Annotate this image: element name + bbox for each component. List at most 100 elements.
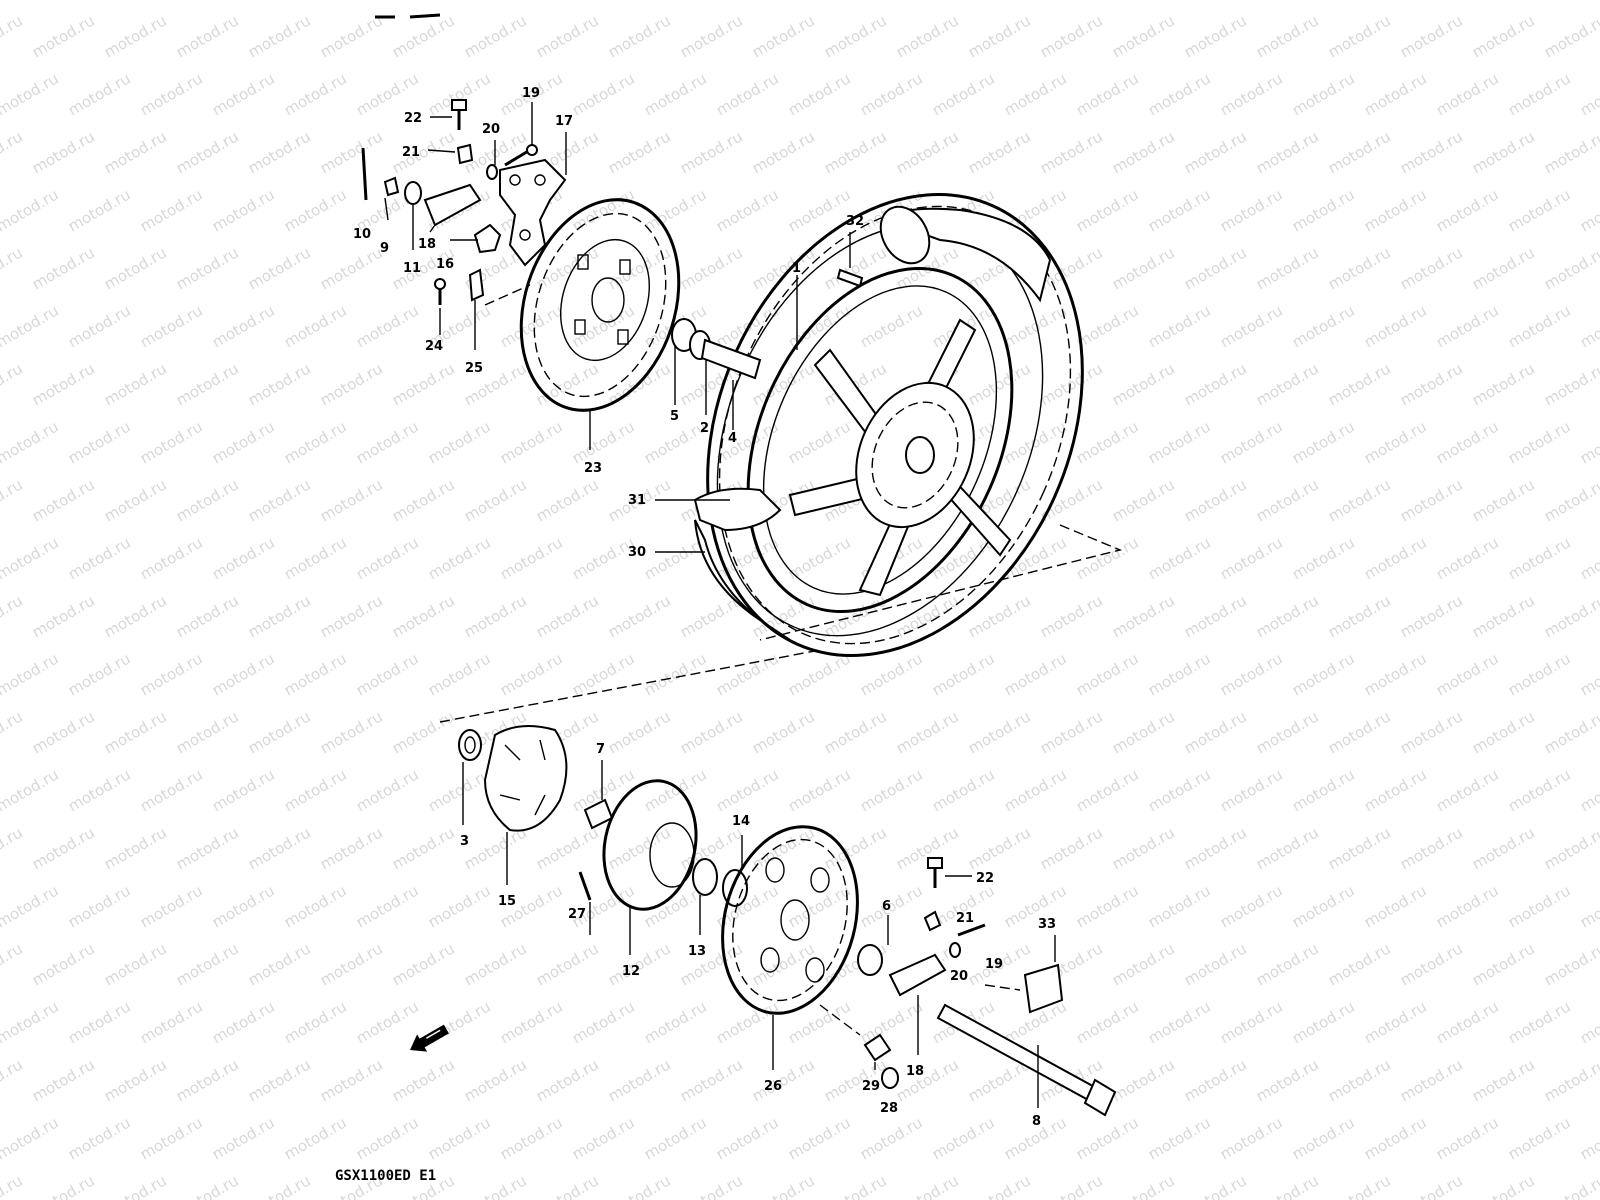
watermark-text: motod.ru	[1073, 997, 1142, 1047]
watermark-text: motod.ru	[1145, 417, 1214, 467]
watermark-text: motod.ru	[1325, 11, 1394, 61]
watermark-text: motod.ru	[1469, 823, 1538, 873]
watermark-text: motod.ru	[1541, 1055, 1600, 1105]
watermark-text: motod.ru	[1145, 69, 1214, 119]
watermark-text: motod.ru	[1541, 1171, 1600, 1200]
watermark-text: motod.ru	[821, 11, 890, 61]
watermark-text: motod.ru	[1145, 0, 1214, 3]
watermark-text: motod.ru	[65, 765, 134, 815]
watermark-text: motod.ru	[245, 823, 314, 873]
watermark-text: motod.ru	[1577, 533, 1600, 583]
watermark-text: motod.ru	[353, 765, 422, 815]
watermark-text: motod.ru	[1289, 997, 1358, 1047]
bolt-22	[927, 857, 943, 869]
watermark-text: motod.ru	[821, 127, 890, 177]
callout-2: 2	[700, 421, 709, 436]
leader-lines	[384, 102, 1056, 1108]
watermark-text: motod.ru	[497, 301, 566, 351]
watermark-text: motod.ru	[461, 1171, 530, 1200]
watermark-text: motod.ru	[101, 1055, 170, 1105]
watermark-text: motod.ru	[1325, 1055, 1394, 1105]
watermark-text: motod.ru	[1217, 765, 1286, 815]
chain-label	[1023, 963, 1064, 1014]
watermark-text: motod.ru	[101, 823, 170, 873]
watermark-text: motod.ru	[1397, 243, 1466, 293]
watermark-text: motod.ru	[1181, 591, 1250, 641]
watermark-text: motod.ru	[1397, 127, 1466, 177]
watermark-text: motod.ru	[245, 359, 314, 409]
watermark-text: motod.ru	[209, 417, 278, 467]
watermark-text: motod.ru	[425, 417, 494, 467]
watermark-text: motod.ru	[0, 1171, 26, 1200]
watermark-text: motod.ru	[317, 243, 386, 293]
watermark-text: motod.ru	[1073, 0, 1142, 3]
watermark-text: motod.ru	[0, 533, 62, 583]
watermark-text: motod.ru	[317, 127, 386, 177]
watermark-text: motod.ru	[533, 591, 602, 641]
callout-25: 25	[465, 361, 483, 376]
watermark-text: motod.ru	[569, 0, 638, 3]
watermark-text: motod.ru	[749, 1055, 818, 1105]
sprocket-carrier	[602, 779, 698, 911]
watermark-text: motod.ru	[1505, 0, 1574, 3]
watermark-text: motod.ru	[1001, 0, 1070, 3]
watermark-text: motod.ru	[1541, 823, 1600, 873]
watermark-text: motod.ru	[1469, 591, 1538, 641]
watermark-text: motod.ru	[65, 1113, 134, 1163]
watermark-text: motod.ru	[1433, 765, 1502, 815]
callout-4: 4	[728, 431, 737, 446]
watermark-text: motod.ru	[29, 823, 98, 873]
watermark-text: motod.ru	[713, 69, 782, 119]
watermark-text: motod.ru	[1109, 475, 1178, 525]
watermark-text: motod.ru	[1217, 997, 1286, 1047]
watermark-text: motod.ru	[1001, 417, 1070, 467]
watermark-text: motod.ru	[785, 765, 854, 815]
watermark-text: motod.ru	[1469, 939, 1538, 989]
watermark-text: motod.ru	[1505, 649, 1574, 699]
bearing	[458, 729, 482, 761]
watermark-text: motod.ru	[389, 939, 458, 989]
watermark-text: motod.ru	[65, 69, 134, 119]
watermark-text: motod.ru	[1001, 69, 1070, 119]
watermark-text: motod.ru	[281, 185, 350, 235]
watermark-text: motod.ru	[29, 11, 98, 61]
watermark-text: motod.ru	[1289, 881, 1358, 931]
watermark-text: motod.ru	[245, 939, 314, 989]
watermark-text: motod.ru	[173, 707, 242, 757]
watermark-text: motod.ru	[1397, 823, 1466, 873]
watermark-text: motod.ru	[137, 69, 206, 119]
watermark-text: motod.ru	[569, 417, 638, 467]
watermark-text: motod.ru	[1469, 11, 1538, 61]
watermark-text: motod.ru	[1109, 823, 1178, 873]
watermark-text: motod.ru	[1181, 1171, 1250, 1200]
callout-17: 17	[555, 114, 573, 129]
callout-32: 32	[846, 214, 864, 229]
watermark-text: motod.ru	[209, 69, 278, 119]
watermark-text: motod.ru	[965, 11, 1034, 61]
watermark-text: motod.ru	[1577, 0, 1600, 3]
watermark-text: motod.ru	[713, 649, 782, 699]
watermark-text: motod.ru	[713, 185, 782, 235]
watermark-text: motod.ru	[1325, 823, 1394, 873]
watermark-text: motod.ru	[1505, 69, 1574, 119]
watermark-text: motod.ru	[785, 185, 854, 235]
watermark-text: motod.ru	[497, 997, 566, 1047]
watermark-text: motod.ru	[677, 11, 746, 61]
watermark-text: motod.ru	[713, 417, 782, 467]
watermark-text: motod.ru	[533, 823, 602, 873]
watermark-text: motod.ru	[209, 533, 278, 583]
watermark-text: motod.ru	[1433, 417, 1502, 467]
watermark-text: motod.ru	[353, 417, 422, 467]
watermark-text: motod.ru	[209, 649, 278, 699]
watermark-text: motod.ru	[281, 765, 350, 815]
watermark-text: motod.ru	[1181, 127, 1250, 177]
watermark-text: motod.ru	[1001, 765, 1070, 815]
callout-19-lower: 19	[985, 957, 1003, 972]
watermark-text: motod.ru	[1361, 0, 1430, 3]
watermark-text: motod.ru	[1325, 359, 1394, 409]
watermark-text: motod.ru	[0, 475, 26, 525]
watermark-text: motod.ru	[173, 359, 242, 409]
watermark-text: motod.ru	[353, 649, 422, 699]
watermark-text: motod.ru	[1253, 1171, 1322, 1200]
watermark-text: motod.ru	[0, 185, 62, 235]
